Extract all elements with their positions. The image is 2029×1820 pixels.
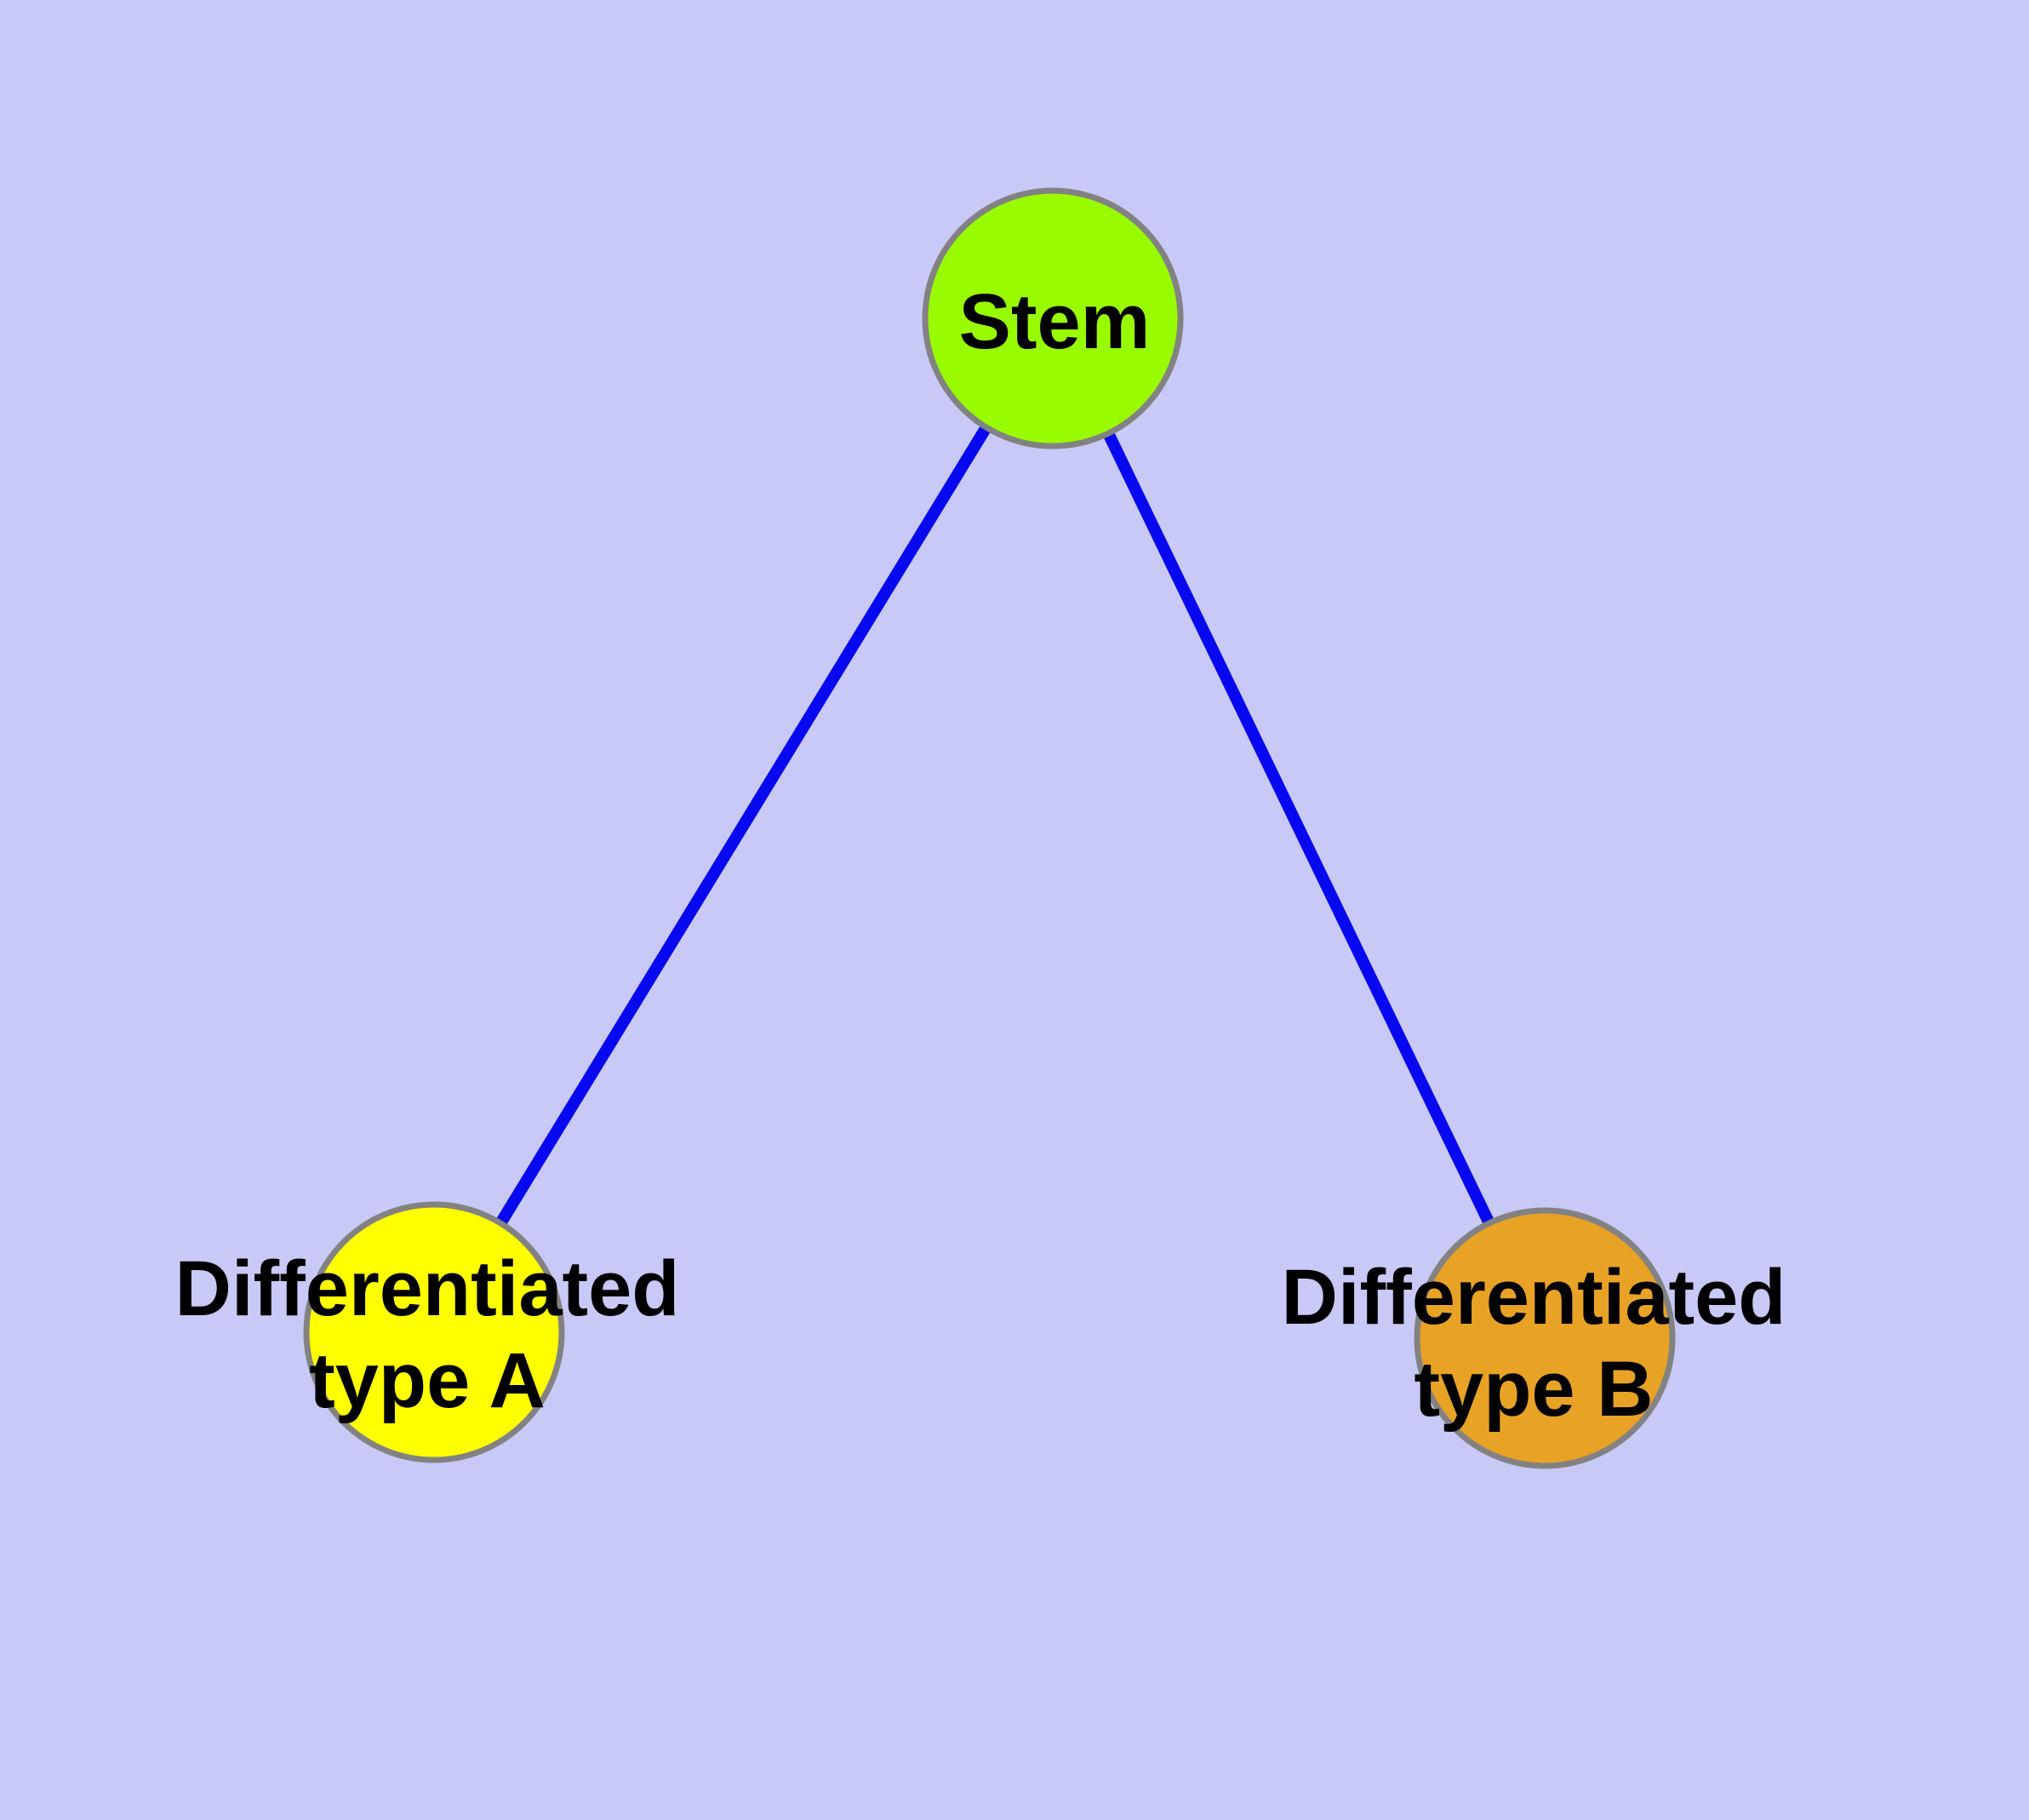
node-type-b-circle bbox=[1414, 1207, 1676, 1469]
node-type-a-label-line-2: type A bbox=[309, 1337, 546, 1424]
node-type-a-label: Differentiated type A bbox=[175, 1243, 680, 1427]
edge-stem-to-type-a bbox=[429, 315, 1058, 1336]
node-stem-label: Stem bbox=[959, 276, 1151, 368]
node-type-b-label-line-2: type B bbox=[1414, 1346, 1654, 1433]
node-stem-label-line: Stem bbox=[958, 278, 1151, 365]
node-type-a-circle bbox=[303, 1201, 565, 1463]
node-stem-circle bbox=[922, 187, 1184, 449]
node-type-b-label: Differentiated type B bbox=[1282, 1251, 1786, 1435]
edge-stem-to-type-b bbox=[1047, 315, 1551, 1342]
node-type-b-label-line-1: Differentiated bbox=[1281, 1254, 1786, 1341]
node-type-a-label-line-1: Differentiated bbox=[174, 1245, 680, 1332]
